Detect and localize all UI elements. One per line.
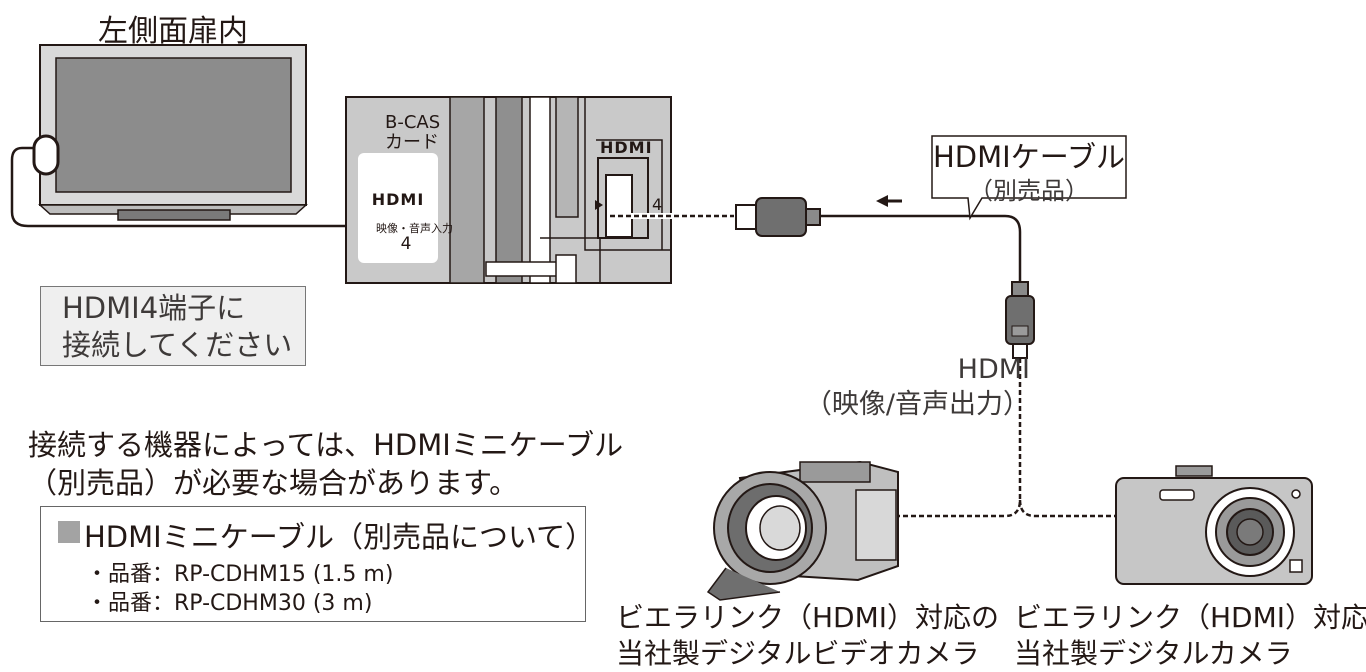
hdmi-plug-device-end	[1005, 281, 1035, 359]
hdmi-cable	[820, 214, 1022, 282]
cable-sublabel: （別売品）	[969, 177, 1089, 205]
side-panel-title: 左側面扉内	[98, 14, 248, 49]
digital-camera-caption-line-1: ビエラリンク（HDMI）対応の	[1014, 601, 1366, 634]
hdmi-output-line-1: HDMI	[957, 354, 1030, 385]
card-hdmi-logo: HDMI	[371, 190, 425, 209]
info-title: HDMIミニケーブル（別売品について）	[84, 520, 595, 554]
hint-text: HDMI4端子に 接続してください	[62, 290, 292, 364]
video-camera-link	[898, 358, 1022, 518]
digital-camera-illustration	[1115, 465, 1313, 585]
note-line-2: （別売品）が必要な場合があります。	[28, 466, 519, 500]
hint-box	[40, 286, 306, 366]
direction-arrowhead	[876, 195, 888, 207]
info-item-1: ・品番：RP-CDHM15 (1.5 m)	[86, 562, 394, 587]
mini-cable-note: 接続する機器によっては、HDMIミニケーブル （別売品）が必要な場合があります。	[28, 426, 623, 502]
info-bullet-square	[58, 521, 80, 543]
video-camera-caption-line-1: ビエラリンク（HDMI）対応の	[616, 601, 1000, 634]
video-camera-caption-line-2: 当社製デジタルビデオカメラ	[616, 637, 980, 670]
note-line-1: 接続する機器によっては、HDMIミニケーブル	[28, 428, 624, 462]
hint-line-2: 接続してください	[62, 328, 293, 362]
tv-cable	[10, 146, 346, 228]
info-item-2: ・品番：RP-CDHM30 (3 m)	[86, 591, 373, 616]
panel-hdmi-logo: HDMI	[600, 138, 653, 157]
bcas-card-label: B-CAS カード	[385, 112, 441, 153]
camera-link	[1018, 499, 1116, 518]
digital-camera-caption-line-2: 当社製デジタルカメラ	[1014, 637, 1293, 670]
digital-camera-caption: ビエラリンク（HDMI）対応の 当社製デジタルカメラ	[1014, 600, 1366, 672]
tv-illustration	[38, 44, 308, 221]
hdmi-output-label: HDMI （映像/音声出力）	[780, 352, 1030, 422]
hint-line-1: HDMI4端子に	[62, 291, 246, 325]
video-camera-caption: ビエラリンク（HDMI）対応の 当社製デジタルビデオカメラ	[616, 600, 999, 672]
panel-hdmi-port-number: 4	[652, 195, 663, 214]
hdmi-plug-tv-end	[735, 197, 821, 237]
side-panel	[345, 96, 672, 284]
card-port-label: 映像・音声入力	[376, 222, 453, 235]
card-port-number: 4	[400, 234, 412, 254]
video-camera-illustration	[706, 460, 899, 601]
mini-cable-info-box	[40, 506, 586, 622]
cable-label: HDMIケーブル	[933, 140, 1125, 174]
tv-cable-ring	[32, 134, 60, 176]
cable-callout	[931, 135, 1127, 221]
hdmi-output-line-2: （映像/音声出力）	[804, 389, 1030, 420]
